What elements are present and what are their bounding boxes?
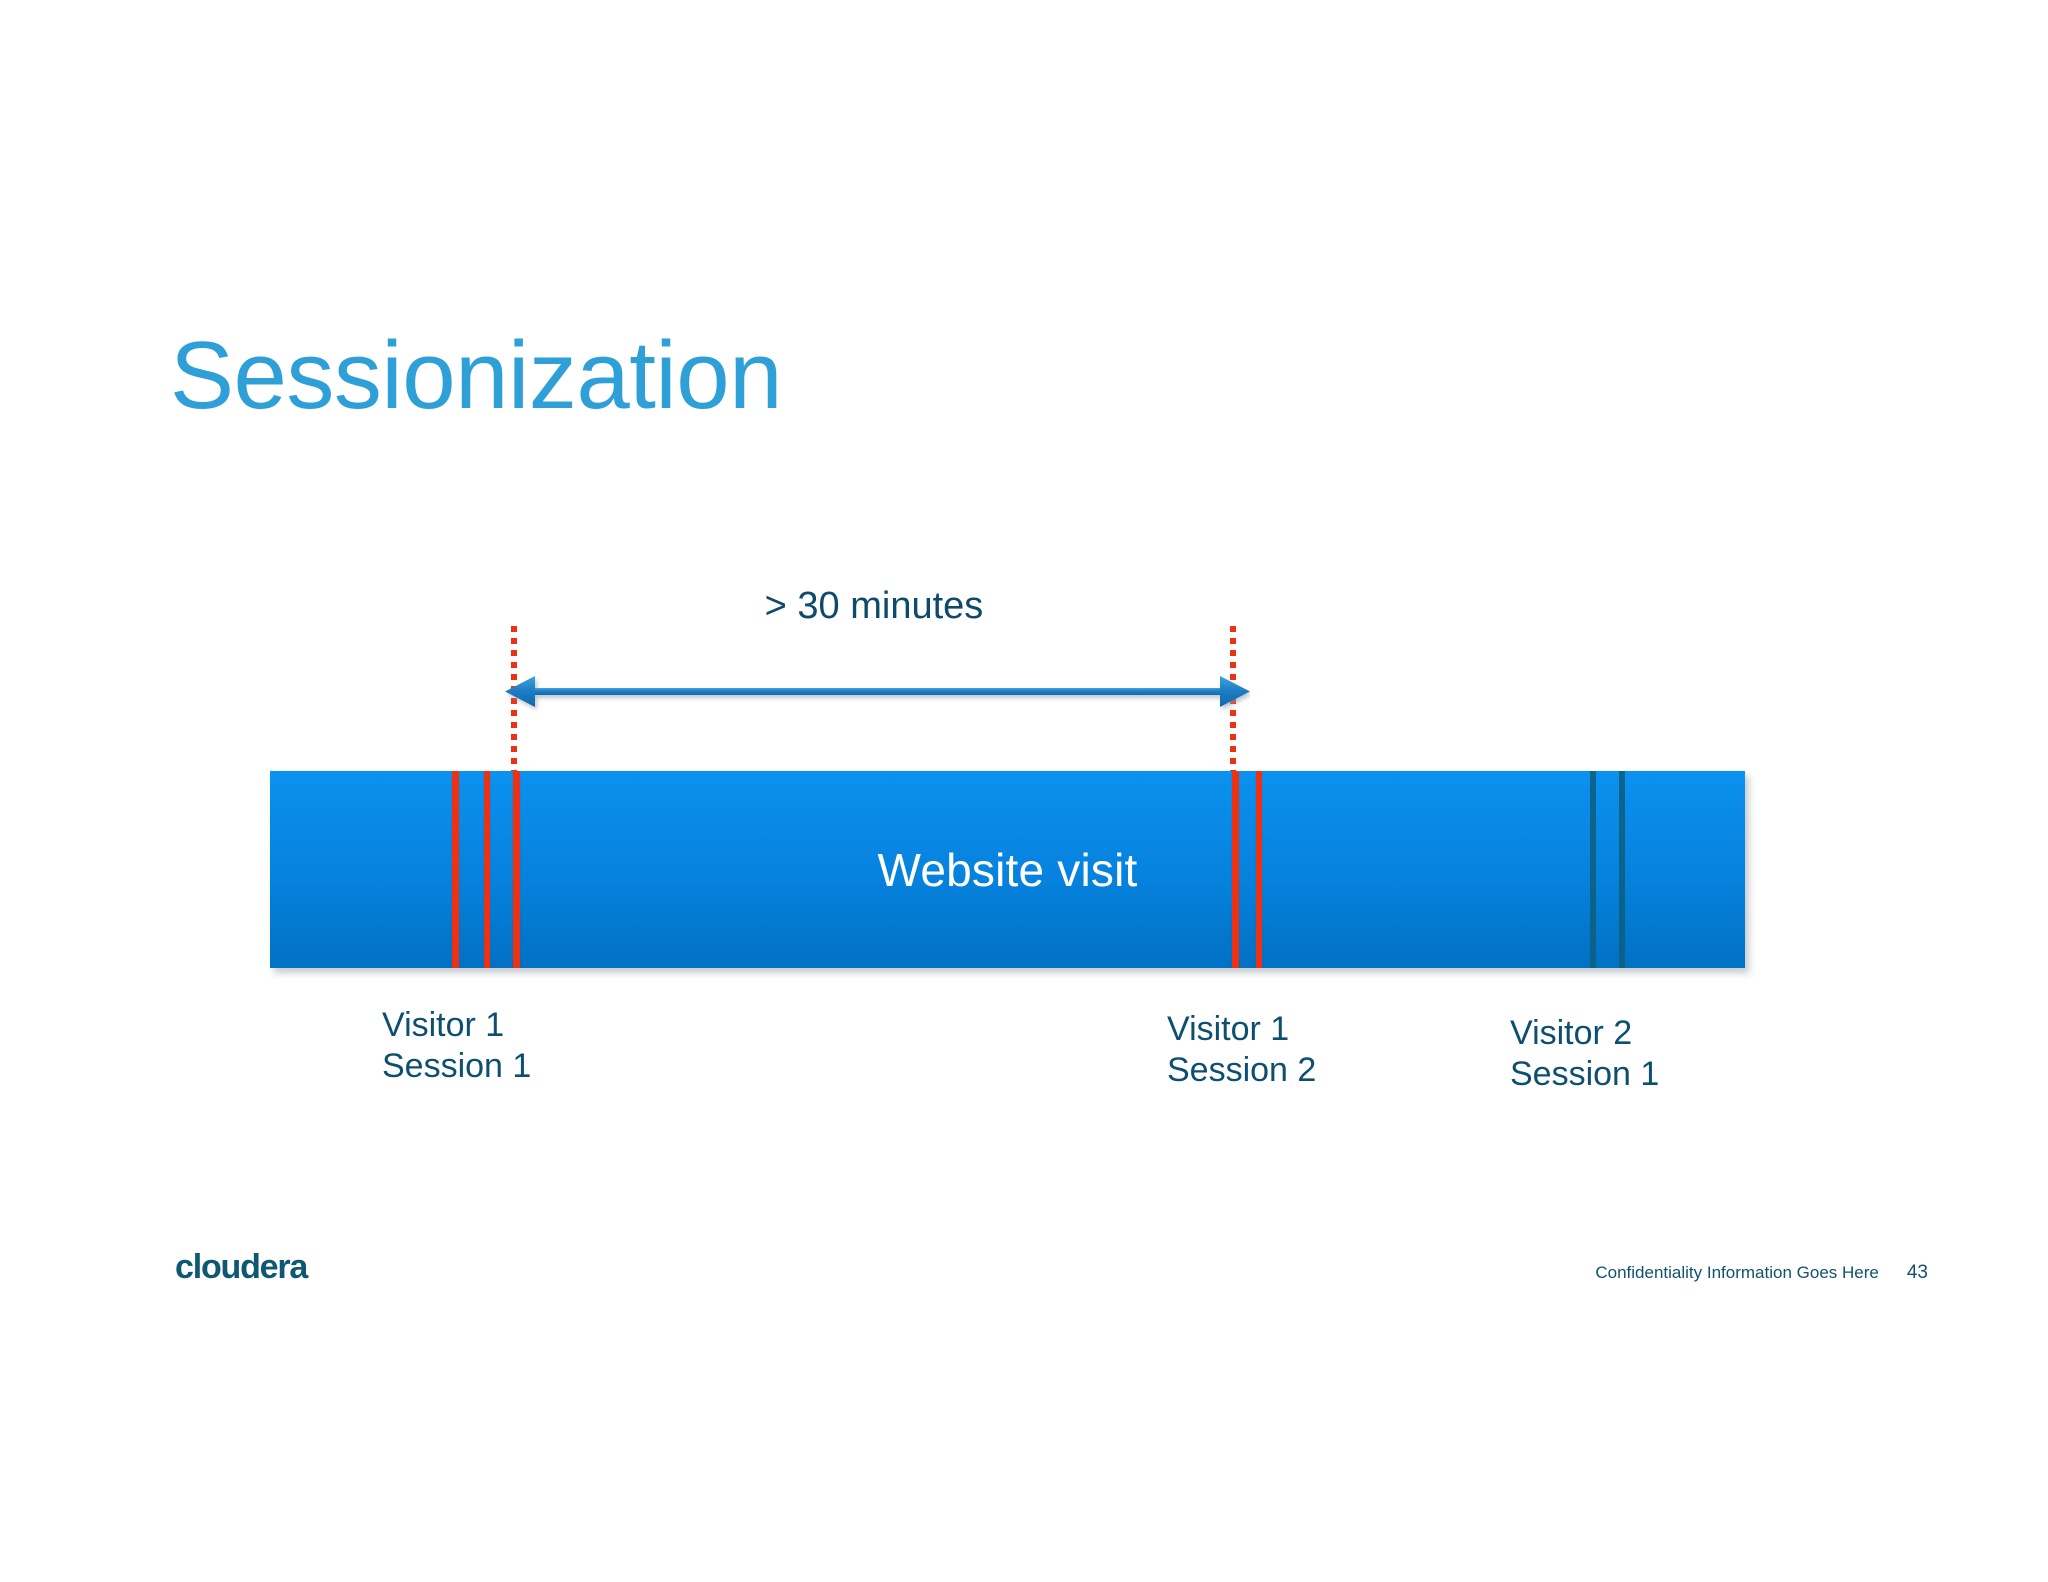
page-title: Sessionization — [170, 322, 783, 429]
caption-line-2: Session 1 — [382, 1047, 532, 1086]
caption-line-1: Visitor 1 — [382, 1006, 505, 1044]
caption-line-1: Visitor 1 — [1167, 1010, 1290, 1048]
event-tick-v1s2-a — [1232, 771, 1239, 968]
caption-line-2: Session 2 — [1167, 1051, 1317, 1090]
gap-duration-label: > 30 minutes — [0, 585, 2048, 628]
confidentiality-text: Confidentiality Information Goes Here — [1595, 1263, 1879, 1282]
event-tick-v1s2-b — [1256, 771, 1262, 968]
event-tick-v1s1-a — [452, 771, 459, 968]
caption-visitor-1-session-2: Visitor 1 Session 2 — [1167, 1009, 1316, 1092]
event-tick-v1s1-c — [513, 771, 520, 968]
gap-duration-text: > 30 minutes — [764, 585, 984, 627]
event-tick-v2s1-a — [1590, 771, 1596, 968]
caption-visitor-1-session-1: Visitor 1 Session 1 — [382, 1005, 531, 1088]
gap-double-arrow-icon — [505, 676, 1250, 707]
caption-line-2: Session 1 — [1510, 1055, 1660, 1094]
caption-visitor-2-session-1: Visitor 2 Session 1 — [1510, 1013, 1659, 1096]
caption-line-1: Visitor 2 — [1510, 1014, 1633, 1052]
cloudera-logo-text: cloudera — [175, 1248, 309, 1286]
website-visit-bar: Website visit — [270, 771, 1745, 968]
footer-right: Confidentiality Information Goes Here 43 — [1595, 1262, 1928, 1284]
event-tick-v1s1-b — [484, 771, 490, 968]
event-tick-v2s1-b — [1619, 771, 1625, 968]
website-visit-label: Website visit — [877, 843, 1138, 896]
page-number: 43 — [1906, 1262, 1928, 1283]
cloudera-logo: cloudera — [175, 1248, 311, 1286]
session-boundary-left-dotted-line — [511, 626, 517, 772]
